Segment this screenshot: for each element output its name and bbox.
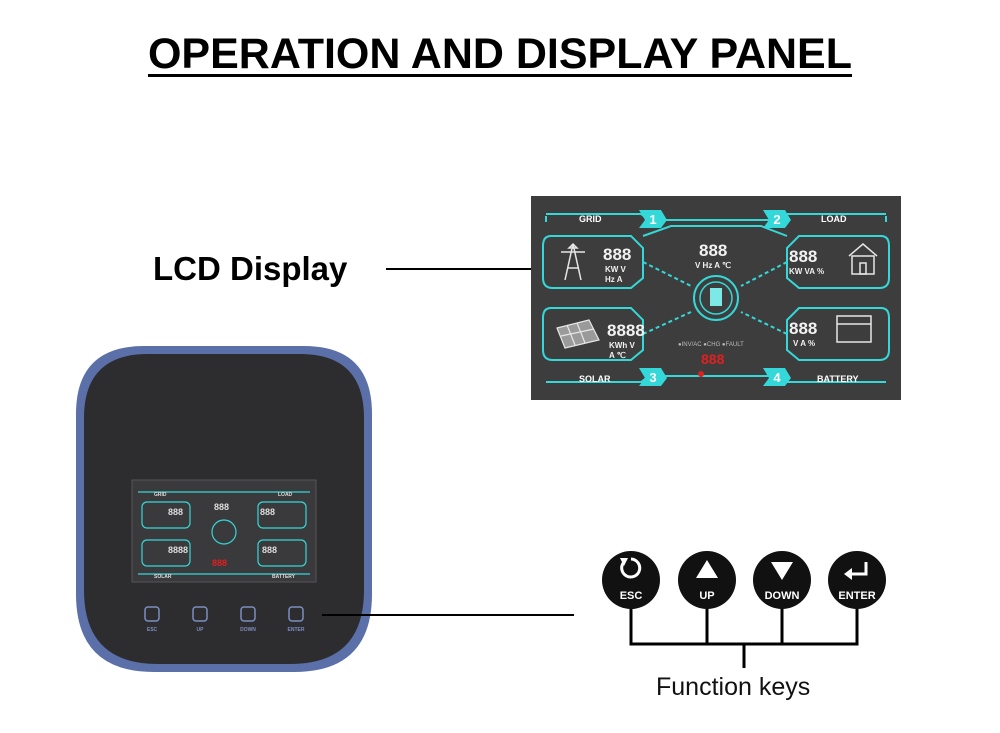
solar-units-bottom: A ℃ bbox=[609, 351, 626, 360]
solar-units-top: KWh V bbox=[609, 341, 635, 350]
device-grid-label: GRID bbox=[154, 492, 167, 498]
device-load-digits: 888 bbox=[260, 507, 275, 517]
center-digits: 888 bbox=[699, 241, 727, 260]
up-key-label: UP bbox=[699, 590, 714, 602]
grid-tower-icon bbox=[561, 242, 585, 281]
function-keys: ESC UP DOWN ENTER bbox=[600, 548, 900, 678]
solar-digits: 8888 bbox=[607, 321, 645, 340]
down-key-label: DOWN bbox=[765, 590, 800, 602]
device-up-key[interactable] bbox=[192, 606, 208, 622]
solar-label: SOLAR bbox=[579, 374, 611, 384]
badge-4: 4 bbox=[773, 370, 781, 385]
battery-digits: 888 bbox=[789, 319, 817, 338]
up-key[interactable] bbox=[678, 551, 736, 609]
keys-callout-line bbox=[322, 614, 574, 616]
solar-panel-icon bbox=[556, 319, 600, 349]
page-title: OPERATION AND DISPLAY PANEL bbox=[147, 30, 853, 78]
battery-icon bbox=[836, 315, 872, 343]
esc-key[interactable] bbox=[602, 551, 660, 609]
device-load-label: LOAD bbox=[278, 492, 293, 498]
device-down-key[interactable] bbox=[240, 606, 256, 622]
rotate-icon bbox=[620, 557, 642, 579]
device-battery-digits: 888 bbox=[262, 545, 277, 555]
battery-label: BATTERY bbox=[817, 374, 859, 384]
inverter-device: 888 888 888 8888 888 888 GRID LOAD SOLAR… bbox=[74, 344, 374, 679]
device-grid-digits: 888 bbox=[168, 507, 183, 517]
lcd-callout-line bbox=[386, 268, 558, 270]
lcd-display-label: LCD Display bbox=[153, 250, 348, 287]
enter-icon bbox=[850, 562, 868, 576]
warning-icon bbox=[698, 371, 704, 377]
enter-key-label: ENTER bbox=[838, 590, 875, 602]
arrow-up-icon bbox=[696, 560, 718, 578]
center-units: V Hz A ℃ bbox=[695, 261, 731, 270]
status-indicators: ●INV/AC ●CHG ●FAULT bbox=[678, 342, 744, 348]
device-battery-label: BATTERY bbox=[272, 574, 296, 580]
load-digits: 888 bbox=[789, 247, 817, 266]
device-down-label: DOWN bbox=[240, 627, 256, 633]
enter-key[interactable] bbox=[828, 551, 886, 609]
badge-1: 1 bbox=[649, 212, 656, 227]
device-up-label: UP bbox=[197, 627, 205, 633]
grid-digits: 888 bbox=[603, 245, 631, 264]
device-enter-key[interactable] bbox=[288, 606, 304, 622]
fault-digits: 888 bbox=[701, 351, 725, 367]
badge-3: 3 bbox=[649, 370, 656, 385]
arrow-down-icon bbox=[771, 562, 793, 580]
battery-units: V A % bbox=[793, 339, 815, 348]
esc-key-label: ESC bbox=[620, 590, 643, 602]
load-label: LOAD bbox=[821, 214, 847, 224]
device-esc-key[interactable] bbox=[144, 606, 160, 622]
house-icon bbox=[848, 243, 878, 275]
grid-units-top: KW V bbox=[605, 265, 627, 274]
grid-label: GRID bbox=[579, 214, 602, 224]
grid-units-bottom: Hz A bbox=[605, 275, 623, 284]
device-fault-digits: 888 bbox=[212, 558, 227, 568]
device-esc-label: ESC bbox=[147, 627, 158, 633]
lcd-display: 1 2 3 4 GRID LOAD SOLAR BATTERY 888 888 … bbox=[531, 196, 901, 405]
device-enter-label: ENTER bbox=[288, 627, 305, 633]
function-keys-label: Function keys bbox=[656, 673, 811, 701]
device-solar-digits: 8888 bbox=[168, 545, 188, 555]
device-solar-label: SOLAR bbox=[154, 574, 172, 580]
device-center-digits: 888 bbox=[214, 502, 229, 512]
load-units: KW VA % bbox=[789, 267, 824, 276]
badge-2: 2 bbox=[773, 212, 780, 227]
